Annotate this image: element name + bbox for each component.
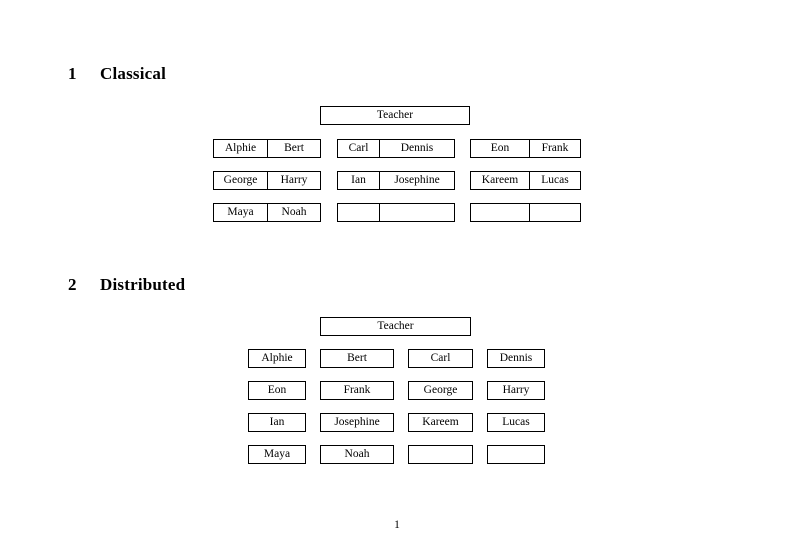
section-heading-distributed: 2 Distributed (68, 275, 185, 295)
table-cell[interactable]: Lucas (487, 413, 545, 432)
table-cell[interactable]: Alphie (248, 349, 306, 368)
classical-group-right-row-3 (470, 203, 581, 222)
classical-group-right-row-2: Kareem Lucas (470, 171, 581, 190)
table-cell[interactable]: Dennis (379, 140, 454, 157)
table-cell[interactable]: Lucas (529, 172, 580, 189)
table-cell[interactable]: Eon (490, 142, 510, 154)
table-cell[interactable]: Kareem (408, 413, 473, 432)
classical-group-left-row-1: Alphie Bert (213, 139, 321, 158)
table-cell[interactable]: Frank (529, 140, 580, 157)
table-cell[interactable]: Eon (248, 381, 306, 400)
table-cell[interactable]: George (223, 174, 258, 186)
table-cell[interactable]: George (408, 381, 473, 400)
page-number: 1 (394, 519, 400, 531)
table-cell[interactable]: Frank (320, 381, 394, 400)
classical-group-left-row-2: George Harry (213, 171, 321, 190)
table-cell[interactable]: Carl (408, 349, 473, 368)
table-cell-empty[interactable] (379, 204, 454, 221)
section-title: Distributed (100, 275, 186, 294)
classical-group-middle-row-2: Ian Josephine (337, 171, 455, 190)
classical-teacher-row: Teacher (320, 106, 470, 125)
classical-group-middle-row-3 (337, 203, 455, 222)
table-cell[interactable]: Kareem (481, 174, 519, 186)
section-title: Classical (100, 64, 167, 83)
section-heading-classical: 1 Classical (68, 64, 166, 84)
table-cell-empty[interactable] (408, 445, 473, 464)
classical-group-left-row-3: Maya Noah (213, 203, 321, 222)
classical-group-middle-row-1: Carl Dennis (337, 139, 455, 158)
table-cell[interactable]: Carl (348, 142, 369, 154)
table-cell-empty[interactable] (529, 204, 580, 221)
table-cell[interactable]: Noah (267, 204, 320, 221)
section-number: 2 (68, 275, 77, 294)
section-number: 1 (68, 64, 77, 83)
table-cell[interactable]: Josephine (379, 172, 454, 189)
table-cell-empty[interactable] (487, 445, 545, 464)
table-cell[interactable]: Josephine (320, 413, 394, 432)
table-cell[interactable]: Ian (248, 413, 306, 432)
table-cell[interactable]: Maya (227, 206, 254, 218)
table-cell[interactable]: Harry (487, 381, 545, 400)
table-cell[interactable]: Bert (267, 140, 320, 157)
classical-group-right-row-1: Eon Frank (470, 139, 581, 158)
teacher-box[interactable]: Teacher (320, 106, 470, 125)
table-cell-empty[interactable] (338, 204, 379, 221)
table-cell[interactable]: Noah (320, 445, 394, 464)
table-cell[interactable]: Dennis (487, 349, 545, 368)
distributed-teacher-row: Teacher (320, 317, 471, 336)
table-cell[interactable]: Ian (351, 174, 366, 186)
table-cell[interactable]: Maya (248, 445, 306, 464)
table-cell[interactable]: Bert (320, 349, 394, 368)
table-cell-empty[interactable] (471, 204, 529, 221)
table-cell[interactable]: Alphie (224, 142, 257, 154)
table-cell[interactable]: Harry (267, 172, 320, 189)
teacher-box[interactable]: Teacher (320, 317, 471, 336)
